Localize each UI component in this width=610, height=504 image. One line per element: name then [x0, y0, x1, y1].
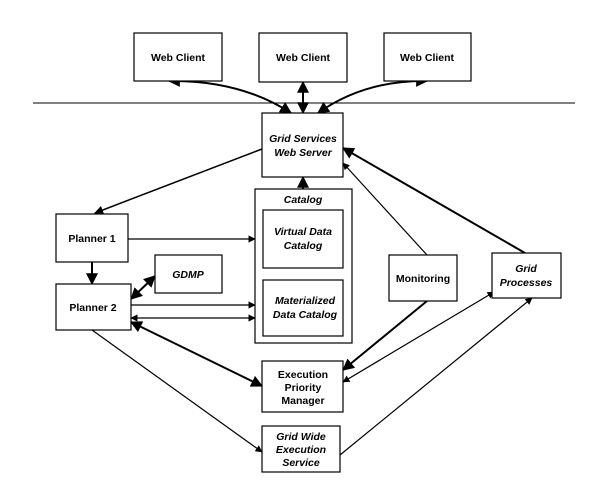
- grid-processes-label-line1: Grid: [515, 263, 537, 275]
- edge-webclient3-gridservices: [317, 74, 429, 114]
- grid-wide-execution-service-label-line3: Service: [282, 457, 320, 469]
- edge-gridprocesses-execmanager: [342, 291, 495, 383]
- gdmp: GDMP: [154, 254, 223, 294]
- planner-2: Planner 2: [55, 283, 132, 331]
- planner-1-label: Planner 1: [68, 233, 115, 245]
- edge-gridservices-planner1: [94, 148, 263, 215]
- virtual-data-catalog-label-line2: Catalog: [284, 240, 323, 252]
- planner-2-label: Planner 2: [69, 302, 116, 314]
- materialized-data-catalog: Materialized Data Catalog: [262, 279, 344, 337]
- grid-services-label-line1: Grid Services: [269, 133, 337, 145]
- edge-gridprocesses-gridservices: [341, 147, 526, 254]
- web-client-3: Web Client: [383, 32, 472, 82]
- virtual-data-catalog-label-line1: Virtual Data: [274, 226, 332, 238]
- connections: [86, 74, 533, 456]
- execution-priority-manager-label-line2: Priority: [285, 382, 322, 394]
- virtual-data-catalog: Virtual Data Catalog: [262, 209, 344, 269]
- gdmp-label: GDMP: [172, 269, 204, 281]
- grid-wide-execution-service: Grid Wide Execution Service: [261, 425, 341, 473]
- web-client-3-label: Web Client: [400, 52, 455, 64]
- edge-planner2-execmanager: [129, 321, 264, 387]
- execution-priority-manager: Execution Priority Manager: [261, 360, 344, 413]
- grid-processes: Grid Processes: [491, 252, 562, 299]
- materialized-data-catalog-label-line1: Materialized: [275, 295, 336, 307]
- execution-priority-manager-label-line1: Execution: [278, 369, 328, 381]
- materialized-data-catalog-label-line2: Data Catalog: [273, 309, 338, 321]
- grid-services-label-line2: Web Server: [274, 147, 332, 159]
- edge-webclient1-gridservices: [167, 74, 293, 114]
- edge-gridprocesses-gridwide: [339, 297, 533, 456]
- catalog-label: Catalog: [284, 194, 323, 206]
- grid-services-web-server: Grid Services Web Server: [261, 112, 344, 178]
- web-client-1-label: Web Client: [151, 52, 206, 64]
- edge-planner2-gridwide: [91, 329, 263, 453]
- grid-wide-execution-service-label-line1: Grid Wide: [276, 431, 326, 443]
- grid-processes-label-line2: Processes: [500, 277, 553, 289]
- web-client-2: Web Client: [258, 32, 348, 83]
- monitoring: Monitoring: [388, 254, 458, 302]
- edge-monitoring-gridservices: [342, 162, 428, 256]
- execution-priority-manager-label-line3: Manager: [281, 395, 324, 407]
- edge-monitoring-execmanager: [342, 300, 428, 371]
- edge-gdmp-planner2: [130, 275, 156, 300]
- planner-1: Planner 1: [55, 213, 129, 263]
- monitoring-label: Monitoring: [396, 273, 450, 285]
- grid-wide-execution-service-label-line2: Execution: [276, 444, 326, 456]
- web-client-1: Web Client: [133, 32, 223, 82]
- web-client-2-label: Web Client: [276, 52, 331, 64]
